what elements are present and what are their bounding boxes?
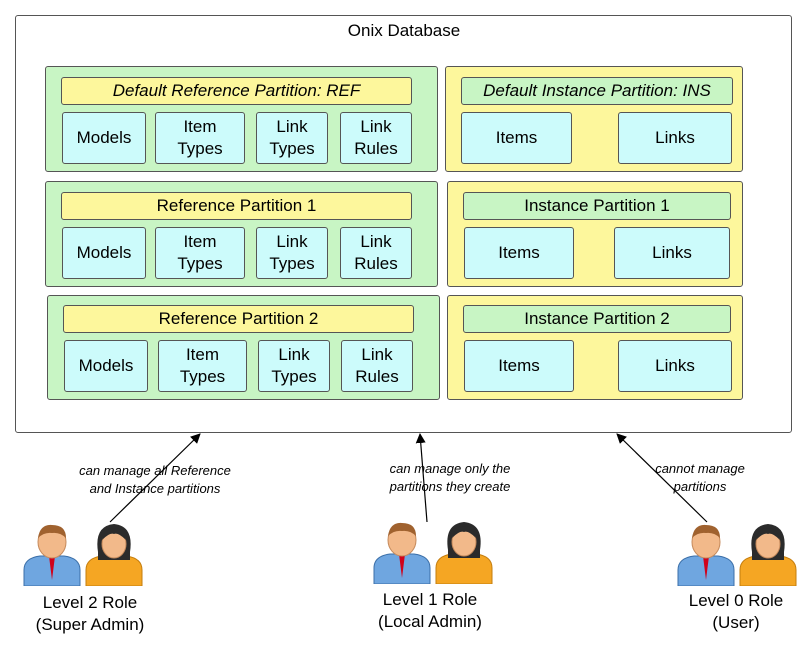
reference-partition-default-title: Default Reference Partition: REF bbox=[61, 77, 412, 105]
role-0-caption: cannot manage partitions bbox=[655, 461, 745, 494]
ref-1-models: Models bbox=[62, 227, 146, 279]
female-user-icon bbox=[85, 524, 143, 586]
role-0-subtitle: (User) bbox=[712, 613, 760, 632]
instance-partition-default-title: Default Instance Partition: INS bbox=[461, 77, 733, 105]
ref-default-link-types: Link Types bbox=[256, 112, 328, 164]
ins-1-links: Links bbox=[614, 227, 730, 279]
ref-default-item-types: Item Types bbox=[155, 112, 245, 164]
role-1-caption: can manage only the partitions they crea… bbox=[389, 461, 511, 494]
role-1-subtitle: (Local Admin) bbox=[378, 612, 482, 631]
reference-partition-2-title: Reference Partition 2 bbox=[63, 305, 414, 333]
instance-partition-1-title: Instance Partition 1 bbox=[463, 192, 731, 220]
ins-2-items: Items bbox=[464, 340, 574, 392]
role-1-name: Level 1 Role bbox=[382, 590, 478, 609]
ref-2-item-types: Item Types bbox=[158, 340, 247, 392]
role-1-users bbox=[373, 522, 493, 584]
ins-2-links: Links bbox=[618, 340, 732, 392]
role-2-subtitle: (Super Admin) bbox=[35, 615, 145, 634]
reference-partition-1-title: Reference Partition 1 bbox=[61, 192, 412, 220]
role-2-label: Level 2 Role (Super Admin) bbox=[10, 592, 170, 636]
ins-1-items: Items bbox=[464, 227, 574, 279]
ref-default-models: Models bbox=[62, 112, 146, 164]
ref-1-link-types: Link Types bbox=[256, 227, 328, 279]
ins-default-links: Links bbox=[618, 112, 732, 164]
ref-1-item-types: Item Types bbox=[155, 227, 245, 279]
male-user-icon bbox=[677, 524, 735, 586]
ref-2-models: Models bbox=[64, 340, 148, 392]
database-title: Onix Database bbox=[347, 21, 461, 40]
instance-partition-2-title: Instance Partition 2 bbox=[463, 305, 731, 333]
role-2-name: Level 2 Role bbox=[42, 593, 138, 612]
ins-default-items: Items bbox=[461, 112, 572, 164]
role-0-name: Level 0 Role bbox=[688, 591, 784, 610]
role-2-users bbox=[23, 524, 143, 586]
arrow-icon bbox=[415, 433, 428, 523]
role-0-users bbox=[677, 524, 797, 586]
ref-2-link-types: Link Types bbox=[258, 340, 330, 392]
ref-default-link-rules: Link Rules bbox=[340, 112, 412, 164]
role-1-label: Level 1 Role (Local Admin) bbox=[350, 589, 510, 633]
ref-2-link-rules: Link Rules bbox=[341, 340, 413, 392]
ref-1-link-rules: Link Rules bbox=[340, 227, 412, 279]
female-user-icon bbox=[739, 524, 797, 586]
role-2-caption: can manage all Reference and Instance pa… bbox=[79, 463, 231, 496]
arrow-icon bbox=[616, 433, 708, 523]
male-user-icon bbox=[23, 524, 81, 586]
arrow-icon bbox=[109, 433, 201, 523]
role-0-label: Level 0 Role (User) bbox=[656, 590, 808, 634]
male-user-icon bbox=[373, 522, 431, 584]
female-user-icon bbox=[435, 522, 493, 584]
